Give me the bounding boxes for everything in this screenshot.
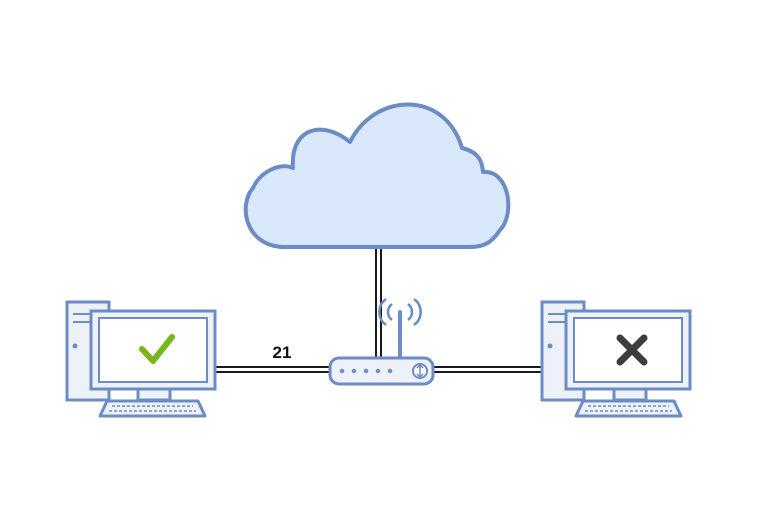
left-computer (65, 300, 217, 418)
link-label: 21 (273, 343, 292, 362)
desktop-computer-icon (540, 300, 692, 418)
right-computer (540, 300, 692, 418)
left-router-link (215, 366, 330, 373)
cross-icon (616, 334, 648, 366)
wifi-router-icon (328, 297, 435, 386)
router-right-link (432, 366, 545, 373)
checkmark-icon (139, 334, 175, 364)
desktop-computer-icon (65, 300, 217, 418)
cloud-icon (243, 102, 511, 249)
